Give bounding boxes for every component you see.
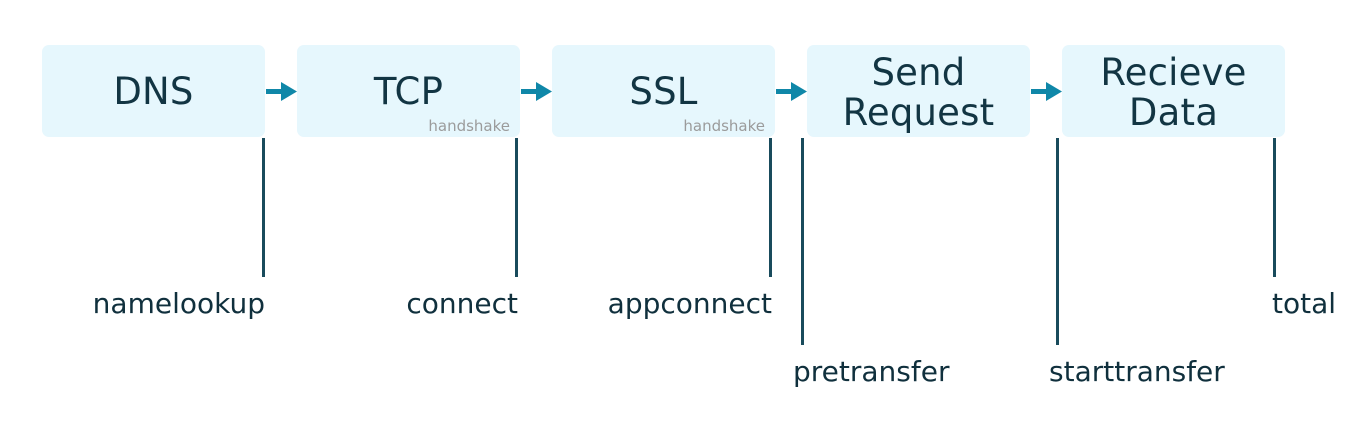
arrow-ssl-to-send-request xyxy=(776,80,807,104)
stage-box-send-request: Send Request xyxy=(807,45,1030,137)
arrow-tcp-to-ssl xyxy=(521,80,552,104)
tick-label-starttransfer: starttransfer xyxy=(1049,355,1225,388)
tick-line-connect xyxy=(515,138,518,277)
stage-sublabel-tcp: handshake xyxy=(428,117,510,135)
arrow-send-to-recieve xyxy=(1031,80,1062,104)
stage-box-tcp: TCP handshake xyxy=(297,45,520,137)
stage-label-dns: DNS xyxy=(113,70,194,113)
tick-label-total: total xyxy=(1272,287,1337,320)
stage-box-recieve-data: Recieve Data xyxy=(1062,45,1285,137)
stage-label-tcp: TCP xyxy=(373,70,444,113)
tick-label-connect: connect xyxy=(406,287,518,320)
tick-line-appconnect xyxy=(769,138,772,277)
stage-sublabel-ssl: handshake xyxy=(683,117,765,135)
stage-label-send-request: Send Request xyxy=(842,51,995,134)
stage-label-ssl: SSL xyxy=(629,70,698,113)
tick-line-namelookup xyxy=(262,138,265,277)
tick-line-total xyxy=(1273,138,1276,277)
tick-line-pretransfer xyxy=(801,138,804,345)
tick-line-starttransfer xyxy=(1056,138,1059,345)
arrow-dns-to-tcp xyxy=(266,80,297,104)
tick-label-namelookup: namelookup xyxy=(92,287,265,320)
tick-label-pretransfer: pretransfer xyxy=(793,355,950,388)
stage-box-dns: DNS xyxy=(42,45,265,137)
stage-box-ssl: SSL handshake xyxy=(552,45,775,137)
tick-label-appconnect: appconnect xyxy=(607,287,772,320)
stage-label-recieve-data: Recieve Data xyxy=(1100,51,1247,134)
